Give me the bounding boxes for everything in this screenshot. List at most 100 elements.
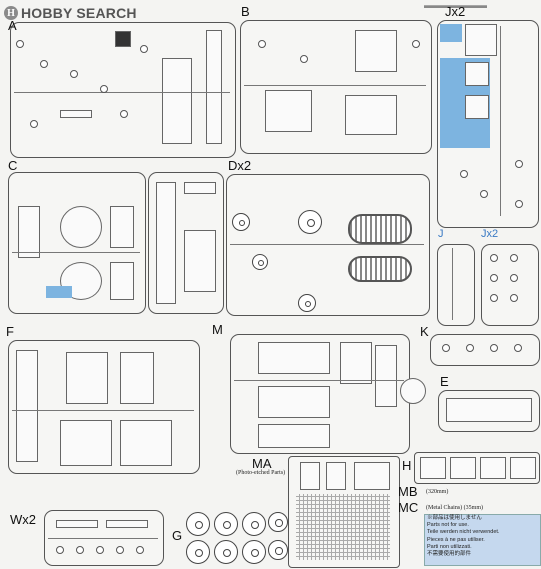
sprue-h-part	[480, 457, 506, 479]
sprue-w-part	[76, 546, 84, 554]
sprue-jx2-part	[510, 254, 518, 262]
sprue-jx2-part	[465, 95, 489, 119]
sprue-jx2-part	[490, 254, 498, 262]
sprue-j-runner	[452, 248, 453, 320]
notice-line: ※部品は使用しません	[427, 515, 482, 521]
sprue-jx2-part	[490, 294, 498, 302]
sprue-c-runner	[12, 252, 140, 253]
sprue-g-wheel	[242, 540, 266, 564]
sprue-h-part	[510, 457, 536, 479]
sprue-f-part	[120, 352, 154, 404]
sprue-a-part	[70, 70, 78, 78]
sprue-jx2-part	[460, 170, 468, 178]
sprue-w-runner	[48, 538, 158, 539]
sprue-w-part	[106, 520, 148, 528]
sprue-d-track	[348, 256, 412, 282]
sprue-f-part	[16, 350, 38, 462]
sprue-f-runner	[12, 410, 194, 411]
sprue-f-part	[66, 352, 108, 404]
sprue-m-part	[258, 424, 330, 448]
sprue-jx2-part	[465, 62, 489, 86]
sprue-c-part	[184, 230, 216, 292]
sprue-f-part	[60, 420, 112, 466]
sprue-m-part	[375, 345, 397, 407]
sprue-b-label: B	[241, 4, 250, 19]
sprue-jx2-part	[510, 294, 518, 302]
sprue-b-part	[300, 55, 308, 63]
sprue-g-wheel	[268, 540, 288, 560]
sprue-g-wheel	[186, 512, 210, 536]
sprue-c-part	[60, 206, 102, 248]
sprue-a-runner	[14, 92, 230, 93]
sprue-k-part	[490, 344, 498, 352]
sprue-a-part	[16, 40, 24, 48]
sprue-b-part	[345, 95, 397, 135]
mb-size-note: (320mm)	[426, 489, 449, 495]
sprue-ma-part	[354, 462, 390, 490]
sprue-c-part	[156, 182, 176, 304]
sprue-c-part	[18, 206, 40, 258]
sprue-d-track	[348, 214, 412, 244]
sprue-w-part	[96, 546, 104, 554]
notice-line: Pieces à ne pas utiliser.	[427, 536, 485, 543]
hobby-search-logo: H HOBBY SEARCH	[4, 4, 137, 22]
sprue-m-part	[258, 342, 330, 374]
sprue-w-part	[136, 546, 144, 554]
sprue-k-part	[466, 344, 474, 352]
sprue-jx2-lower-label: Jx2	[481, 228, 499, 240]
sprue-jx2-part	[515, 200, 523, 208]
sprue-c-part	[110, 262, 134, 300]
sprue-g-wheel	[268, 512, 288, 532]
sprue-a-part	[120, 110, 128, 118]
sprue-jx2-part	[480, 190, 488, 198]
photo-etched-note: (Photo-etched Parts)	[236, 470, 286, 476]
sprue-b-part	[258, 40, 266, 48]
sprue-d-wheel	[252, 254, 268, 270]
sprue-m-part	[258, 386, 330, 418]
sprue-c-part	[60, 262, 102, 300]
highlight-unused	[46, 286, 72, 298]
sprue-d-wheel	[298, 210, 322, 234]
unused-parts-notice	[424, 514, 541, 566]
sprue-e-label: E	[440, 374, 449, 389]
sprue-a-part	[100, 85, 108, 93]
sprue-m-runner	[234, 380, 404, 381]
sprue-w-part	[56, 520, 98, 528]
sprue-a-part	[30, 120, 38, 128]
sprue-ma-part	[326, 462, 346, 490]
sprue-a-part	[115, 31, 131, 47]
sprue-jx2-part	[490, 274, 498, 282]
sprue-a-part	[60, 110, 92, 118]
sprue-b	[240, 20, 432, 154]
sprue-a-part	[162, 58, 192, 144]
sprue-k-part	[442, 344, 450, 352]
sprue-g-wheel	[214, 540, 238, 564]
sprue-m-label: M	[212, 322, 223, 337]
sprue-d-label: Dx2	[228, 158, 252, 173]
sprue-k-label: K	[420, 324, 429, 339]
sprue-f-part	[120, 420, 172, 466]
sprue-d-wheel	[298, 294, 316, 312]
sprue-mb-label: MB	[398, 484, 418, 499]
sprue-w-label: Wx2	[10, 512, 36, 527]
highlight-unused	[440, 24, 462, 42]
sprue-jx2-part	[515, 160, 523, 168]
sprue-jx2-label: Jx2	[445, 4, 466, 19]
sprue-ma-mesh	[296, 494, 390, 560]
sprue-g-wheel	[186, 540, 210, 564]
sprue-e-part	[446, 398, 532, 422]
sprue-b-part	[265, 90, 312, 132]
logo-text: HOBBY SEARCH	[21, 5, 137, 21]
sprue-w-part	[56, 546, 64, 554]
sprue-g-label: G	[172, 528, 183, 543]
sprue-j	[437, 244, 475, 326]
sprue-c-part	[110, 206, 134, 248]
sprue-jx2-part	[510, 274, 518, 282]
sprue-jx2-part	[465, 24, 497, 56]
corner-code: ▬▬▬▬▬▬▬	[424, 0, 487, 10]
sprue-w-part	[116, 546, 124, 554]
notice-line: 不需要使用的部件	[427, 551, 472, 558]
sprue-b-runner	[244, 85, 426, 86]
sprue-m-part	[340, 342, 372, 384]
